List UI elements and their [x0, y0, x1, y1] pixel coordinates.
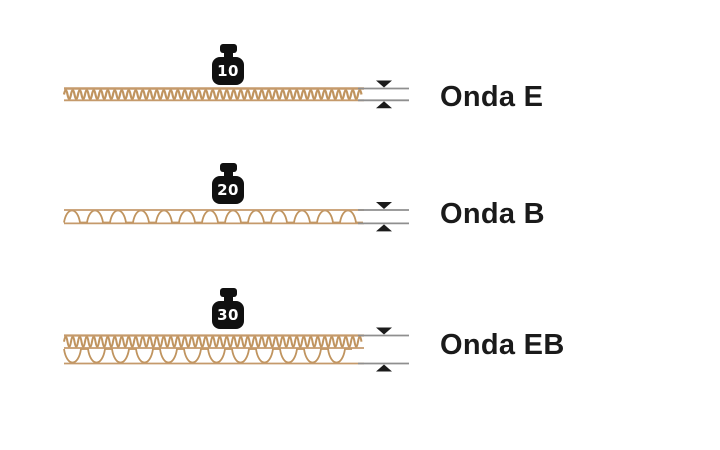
weight-cap — [219, 163, 237, 172]
b-flute-wave — [63, 209, 363, 224]
onda-e-cardboard — [62, 80, 409, 109]
arrow-down-icon — [376, 80, 392, 88]
b-flute-wave — [63, 348, 352, 364]
weight-body: 30 — [212, 301, 244, 329]
weight-20-icon: 20 — [211, 163, 245, 204]
weight-neck — [223, 172, 233, 176]
onda-b-label: Onda B — [440, 198, 545, 230]
weight-10-icon: 10 — [211, 44, 245, 85]
e-flute-wave — [62, 88, 363, 101]
weight-body: 20 — [212, 176, 244, 204]
weight-30-icon: 30 — [211, 288, 245, 329]
onda-eb-cardboard — [63, 327, 409, 372]
arrow-up-icon — [376, 224, 392, 232]
arrow-up-icon — [376, 364, 392, 372]
onda-eb-label: Onda EB — [440, 329, 565, 361]
onda-b-cardboard — [63, 202, 409, 232]
weight-neck — [223, 53, 233, 57]
arrow-down-icon — [376, 327, 392, 335]
arrow-up-icon — [376, 101, 392, 109]
weight-body: 10 — [212, 57, 244, 85]
weight-10-value: 10 — [217, 62, 239, 80]
weight-20-value: 20 — [217, 181, 239, 199]
weight-cap — [219, 44, 237, 53]
weight-30-value: 30 — [217, 306, 239, 324]
e-flute-wave — [63, 335, 363, 348]
onda-e-label: Onda E — [440, 81, 544, 113]
weight-cap — [219, 288, 237, 297]
arrow-down-icon — [376, 202, 392, 209]
weight-neck — [223, 297, 233, 301]
